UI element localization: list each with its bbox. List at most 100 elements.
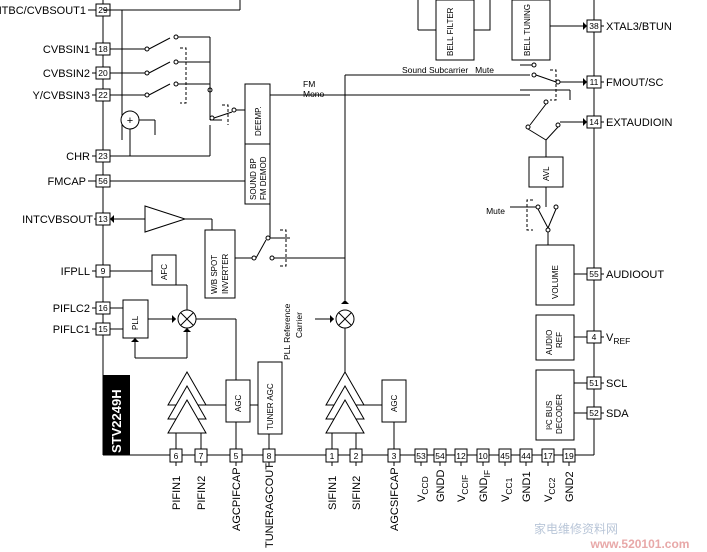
svg-text:15: 15 — [98, 324, 108, 334]
svg-text:CHR: CHR — [66, 151, 90, 163]
sound-subcarrier-label: Sound Subcarrier — [402, 65, 468, 75]
svg-text:CVBSIN1: CVBSIN1 — [43, 44, 90, 56]
svg-text:EXTAUDIOIN: EXTAUDIOIN — [606, 117, 672, 129]
svg-text:11: 11 — [590, 77, 599, 87]
svg-text:SIFIN2: SIFIN2 — [351, 476, 363, 510]
svg-text:VCCD: VCCD — [416, 476, 430, 502]
svg-text:AVL: AVL — [542, 166, 551, 181]
svg-text:VREF: VREF — [606, 332, 630, 346]
bell-filter-block: BELL FILTER — [435, 0, 475, 61]
svg-text:XTAL3/BTUN: XTAL3/BTUN — [606, 21, 672, 33]
afc-block: AFC — [151, 254, 177, 286]
svg-text:AFC: AFC — [160, 264, 169, 280]
svg-text:BELL FILTER: BELL FILTER — [446, 7, 455, 56]
bottom-pin-44: 44 GND1 — [519, 448, 533, 502]
svg-text:52: 52 — [589, 408, 599, 418]
svg-text:17: 17 — [543, 451, 553, 461]
bottom-pin-8: 8 TUNERAGCOUT — [262, 448, 276, 548]
svg-text:I²C BUS: I²C BUS — [545, 401, 554, 430]
svg-text:PIFLC2: PIFLC2 — [53, 303, 90, 315]
chip-name-bar — [103, 375, 130, 455]
mono-label: Mono — [303, 89, 325, 99]
svg-text:45: 45 — [500, 451, 510, 461]
bottom-pin-2: 2 SIFIN2 — [349, 448, 363, 510]
bottom-pin-5: 5 AGCPIFCAP — [229, 448, 243, 531]
svg-text:6: 6 — [174, 451, 179, 461]
bottom-pin-19: 19 GND2 — [562, 448, 576, 502]
svg-text:W/B SPOT: W/B SPOT — [210, 255, 219, 294]
svg-text:SIFIN1: SIFIN1 — [327, 476, 339, 510]
carrier-label: Carrier — [294, 312, 304, 338]
svg-text:GND2: GND2 — [564, 471, 576, 502]
left-pin-56: 56 FMCAP — [48, 174, 111, 188]
svg-text:NTBC/CVBSOUT1: NTBC/CVBSOUT1 — [0, 5, 86, 17]
svg-text:55: 55 — [589, 269, 599, 279]
svg-text:Y/CVBSIN3: Y/CVBSIN3 — [33, 90, 90, 102]
svg-text:FM DEMOD: FM DEMOD — [259, 156, 268, 200]
svg-text:REF: REF — [555, 332, 564, 348]
svg-text:56: 56 — [98, 176, 108, 186]
right-pin-55: 55 AUDIOOUT — [586, 267, 664, 281]
svg-text:5: 5 — [234, 451, 239, 461]
bottom-pin-6: 6 PIFIN1 — [169, 448, 183, 510]
agc-sif-block: AGC — [381, 379, 407, 423]
svg-text:4: 4 — [592, 332, 597, 342]
left-pin-9: 9 IFPLL — [61, 264, 111, 278]
svg-text:AGCSIFCAP: AGCSIFCAP — [389, 467, 401, 531]
svg-text:VCC2: VCC2 — [543, 477, 557, 502]
svg-text:BELL TUNING: BELL TUNING — [523, 4, 532, 56]
left-pin-22: 22 Y/CVBSIN3 — [33, 88, 111, 102]
left-pin-29: 29 NTBC/CVBSOUT1 — [0, 3, 111, 17]
bottom-pin-7: 7 PIFIN2 — [194, 448, 208, 510]
bottom-pin-3: 3 AGCSIFCAP — [387, 448, 401, 531]
svg-text:AUDIO: AUDIO — [545, 330, 554, 355]
right-pin-14: 14 EXTAUDIOIN — [586, 115, 672, 129]
i2c-bus-decoder-block: I²C BUS DECODER — [535, 369, 575, 441]
bottom-pin-53: 53 VCCD — [414, 448, 430, 502]
svg-text:22: 22 — [98, 90, 108, 100]
watermark-chinese: 家电维修资料网 — [534, 521, 618, 536]
left-pin-18: 18 CVBSIN1 — [43, 42, 111, 56]
right-pin-52: 52 SDA — [586, 406, 629, 420]
svg-text:VCC1: VCC1 — [500, 477, 514, 502]
tuner-agc-block: TUNER AGC — [257, 361, 283, 435]
svg-text:7: 7 — [199, 451, 204, 461]
svg-text:PLL: PLL — [131, 315, 140, 330]
svg-text:8: 8 — [267, 451, 272, 461]
left-pin-16: 16 PIFLC2 — [53, 301, 111, 315]
right-pin-51: 51 SCL — [586, 376, 627, 390]
svg-text:PIFIN1: PIFIN1 — [171, 476, 183, 510]
svg-text:SDA: SDA — [606, 408, 629, 420]
bottom-pin-17: 17 VCC2 — [541, 448, 557, 502]
svg-text:23: 23 — [98, 151, 108, 161]
svg-text:18: 18 — [98, 44, 108, 54]
fm-label: FM — [303, 79, 315, 89]
svg-text:53: 53 — [416, 451, 426, 461]
deemp-block: DEEMP. — [244, 83, 271, 145]
svg-text:20: 20 — [98, 68, 108, 78]
wb-spot-inverter-block: W/B SPOT INVERTER — [204, 229, 236, 299]
bottom-pin-54: 54 GNDD — [433, 448, 447, 502]
svg-text:AGC: AGC — [234, 394, 243, 412]
buffer-amp — [144, 205, 187, 233]
avl-block: AVL — [528, 156, 564, 188]
svg-text:51: 51 — [589, 378, 599, 388]
bottom-pin-1: 1 SIFIN1 — [325, 448, 339, 510]
svg-text:AUDIOOUT: AUDIOOUT — [606, 269, 664, 281]
svg-text:INVERTER: INVERTER — [221, 253, 230, 294]
svg-text:GND1: GND1 — [521, 471, 533, 502]
svg-text:13: 13 — [98, 214, 108, 224]
bottom-pin-10: 10 GNDIF — [476, 448, 492, 502]
left-pin-23: 23 CHR — [66, 149, 111, 163]
sif-amp-3 — [325, 398, 365, 434]
sound-bp-fm-demod-block: SOUND BP FM DEMOD — [244, 143, 271, 205]
svg-text:PIFIN2: PIFIN2 — [196, 476, 208, 510]
bell-tuning-block: BELL TUNING — [511, 0, 551, 61]
svg-text:FMOUT/SC: FMOUT/SC — [606, 77, 663, 89]
svg-text:GNDD: GNDD — [435, 470, 447, 502]
svg-text:54: 54 — [435, 451, 445, 461]
pll-block: PLL — [122, 299, 149, 339]
svg-text:3: 3 — [392, 451, 397, 461]
svg-text:AGCPIFCAP: AGCPIFCAP — [231, 467, 243, 531]
